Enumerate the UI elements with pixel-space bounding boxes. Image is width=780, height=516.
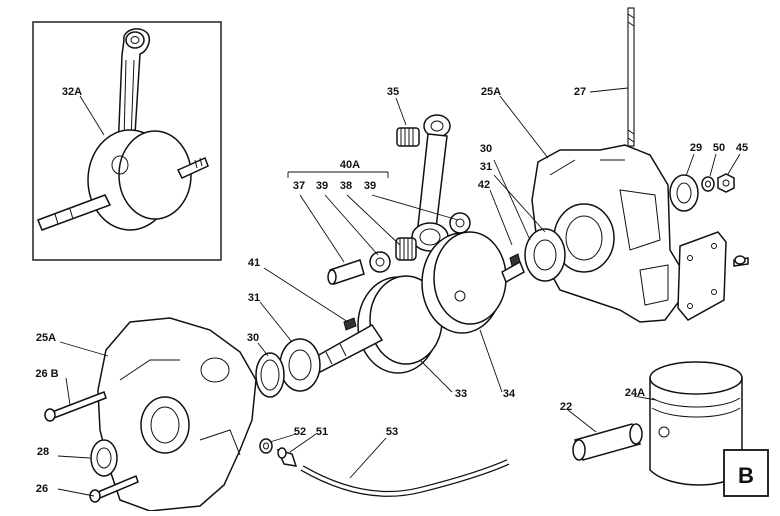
callout-25A-left: 25A xyxy=(36,332,56,344)
stud-27 xyxy=(627,7,635,147)
bolt-26B xyxy=(44,391,107,422)
needle-bearing-35 xyxy=(396,127,420,147)
callout-41: 41 xyxy=(248,257,260,269)
woodruff-key-41 xyxy=(343,317,357,331)
section-badge-label: B xyxy=(738,463,754,488)
callout-45: 45 xyxy=(736,142,748,154)
crank-pin-37 xyxy=(327,259,365,285)
callout-32A: 32A xyxy=(62,86,82,98)
wrist-pin-22 xyxy=(572,423,643,461)
callout-33: 33 xyxy=(455,388,467,400)
callout-30-top: 30 xyxy=(480,143,492,155)
callout-22: 22 xyxy=(560,401,572,413)
callout-51: 51 xyxy=(316,426,328,438)
cover-plate xyxy=(677,231,727,321)
callout-labels: 32A 35 25A 27 30 31 42 29 50 45 40A 37 3… xyxy=(35,86,748,495)
piston-24A xyxy=(649,361,743,486)
seal-28 xyxy=(90,439,118,477)
bearing-31-mid xyxy=(279,338,321,392)
nut-45 xyxy=(717,173,735,193)
callout-28: 28 xyxy=(37,446,49,458)
section-badge: B xyxy=(723,449,769,497)
callout-39-a: 39 xyxy=(316,180,328,192)
thrust-washer-39a xyxy=(369,251,391,273)
callout-52: 52 xyxy=(294,426,306,438)
callout-25A-top: 25A xyxy=(481,86,501,98)
callout-31-mid: 31 xyxy=(248,292,260,304)
fitting-51 xyxy=(276,447,298,467)
leader-lines xyxy=(57,87,741,497)
crankcase-left-25A xyxy=(97,317,257,512)
callout-39-b: 39 xyxy=(364,180,376,192)
callout-38: 38 xyxy=(340,180,352,192)
callout-30-mid: 30 xyxy=(247,332,259,344)
callout-53: 53 xyxy=(386,426,398,438)
callout-40A: 40A xyxy=(340,159,360,171)
washer-50-top xyxy=(701,176,715,192)
callout-37: 37 xyxy=(293,180,305,192)
callout-50-top: 50 xyxy=(713,142,725,154)
callout-29: 29 xyxy=(690,142,702,154)
thrust-washer-39b xyxy=(449,212,471,234)
washer-52 xyxy=(259,438,273,454)
callout-35: 35 xyxy=(387,86,399,98)
callout-26: 26 xyxy=(36,483,48,495)
callout-26B: 26 B xyxy=(35,368,58,380)
hose-53 xyxy=(300,459,510,497)
inset-assembled-crankshaft xyxy=(32,21,222,261)
seal-30-mid xyxy=(255,352,285,398)
callout-24A: 24A xyxy=(625,387,645,399)
flywheel-34 xyxy=(421,231,525,334)
screw-right xyxy=(733,255,749,267)
bolt-26 xyxy=(89,474,139,503)
callout-34: 34 xyxy=(503,388,516,400)
callout-27: 27 xyxy=(574,86,586,98)
bearing-31-right xyxy=(524,228,566,282)
callout-31-top: 31 xyxy=(480,161,492,173)
seal-29 xyxy=(669,174,699,212)
needle-bearing-38 xyxy=(395,237,417,261)
callout-42: 42 xyxy=(478,179,490,191)
